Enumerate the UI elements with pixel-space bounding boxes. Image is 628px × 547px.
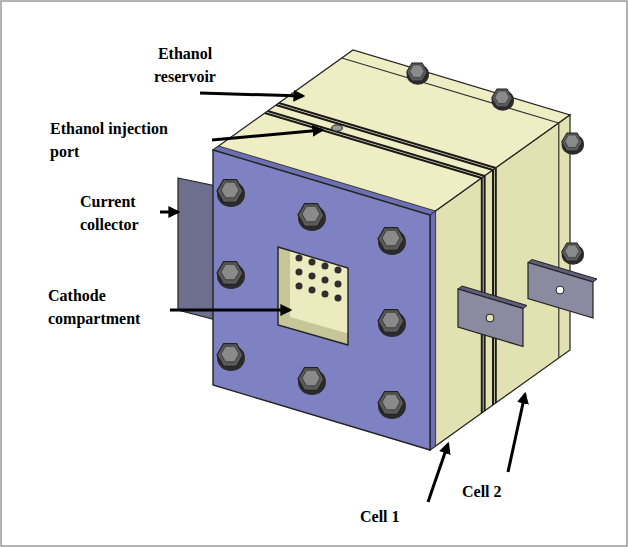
current-collector-tab <box>528 260 597 319</box>
front-end-plate <box>213 150 430 450</box>
part-label: Ethanol reservoir <box>133 42 237 88</box>
current-collector-tab <box>178 178 216 320</box>
part-label: Cathode compartment <box>48 284 166 330</box>
leader-arrows <box>160 93 525 502</box>
bolt-nuts <box>217 180 406 419</box>
cell-label: Cell 2 <box>462 480 502 503</box>
part-label: Ethanol injection port <box>50 117 200 163</box>
back-bolts <box>407 63 584 265</box>
current-collector-tab <box>458 286 527 347</box>
injection-port <box>332 125 343 131</box>
cell-label: Cell 1 <box>360 505 400 528</box>
cathode-window <box>278 239 360 345</box>
end-plate-edge <box>430 211 436 450</box>
part-label: Current collector <box>80 190 162 236</box>
